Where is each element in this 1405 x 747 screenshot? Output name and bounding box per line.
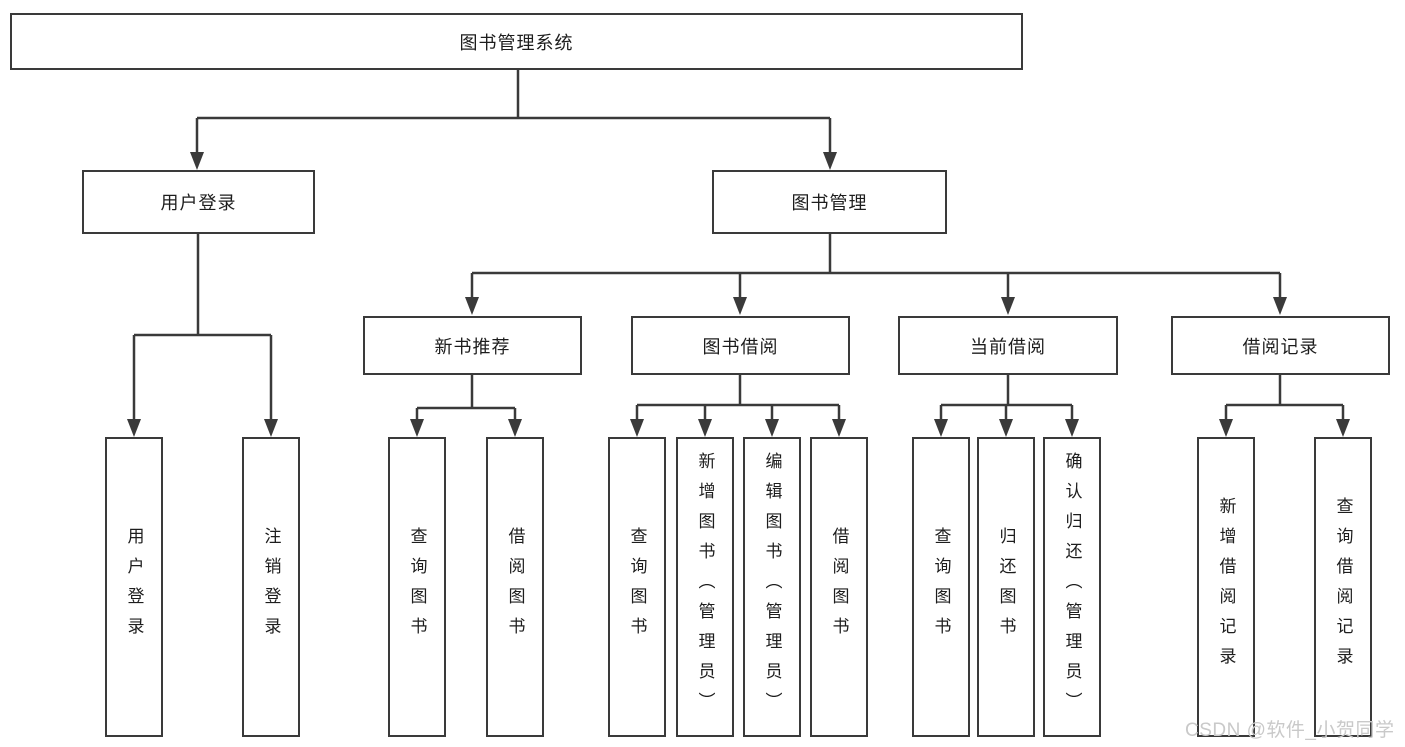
leaf-confirm-return-admin: 确认归还（管理员） bbox=[1043, 437, 1101, 737]
node-book-borrow-label: 图书借阅 bbox=[702, 336, 779, 357]
leaf-confirm-return-admin-label: 确认归还（管理员） bbox=[1062, 452, 1082, 722]
leaf-edit-book-admin: 编辑图书（管理员） bbox=[743, 437, 801, 737]
leaf-query-book-current: 查询图书 bbox=[912, 437, 970, 737]
leaf-query-book-borrow: 查询图书 bbox=[608, 437, 666, 737]
watermark: CSDN @软件_小贺同学 bbox=[1185, 720, 1395, 741]
node-user-login-label: 用户登录 bbox=[160, 193, 237, 213]
leaf-add-book-admin-label: 新增图书（管理员） bbox=[695, 452, 715, 722]
node-new-book-recommend: 新书推荐 bbox=[363, 316, 582, 375]
node-book-borrow: 图书借阅 bbox=[631, 316, 850, 375]
leaf-query-book-recommend-label: 查询图书 bbox=[407, 527, 427, 647]
leaf-query-book-borrow-label: 查询图书 bbox=[627, 527, 647, 647]
node-root-label: 图书管理系统 bbox=[459, 32, 574, 53]
leaf-borrow-book-recommend-label: 借阅图书 bbox=[505, 527, 525, 647]
node-user-login: 用户登录 bbox=[82, 170, 315, 234]
leaf-logout-login-label: 注销登录 bbox=[261, 527, 281, 647]
arrowheads bbox=[127, 152, 1350, 437]
leaf-edit-book-admin-label: 编辑图书（管理员） bbox=[762, 452, 782, 722]
leaf-return-book-label: 归还图书 bbox=[996, 527, 1016, 647]
leaf-add-borrow-record: 新增借阅记录 bbox=[1197, 437, 1255, 737]
node-root: 图书管理系统 bbox=[10, 13, 1023, 70]
leaf-query-book-current-label: 查询图书 bbox=[931, 527, 951, 647]
leaf-query-borrow-record-label: 查询借阅记录 bbox=[1333, 497, 1353, 677]
leaf-user-login: 用户登录 bbox=[105, 437, 163, 737]
leaf-logout-login: 注销登录 bbox=[242, 437, 300, 737]
node-current-borrow-label: 当前借阅 bbox=[970, 336, 1046, 357]
leaf-borrow-book: 借阅图书 bbox=[810, 437, 868, 737]
node-book-management-label: 图书管理 bbox=[791, 193, 868, 213]
node-current-borrow: 当前借阅 bbox=[898, 316, 1118, 375]
leaf-query-borrow-record: 查询借阅记录 bbox=[1314, 437, 1372, 737]
leaf-borrow-book-label: 借阅图书 bbox=[829, 527, 849, 647]
node-borrow-records: 借阅记录 bbox=[1171, 316, 1390, 375]
leaf-add-borrow-record-label: 新增借阅记录 bbox=[1216, 497, 1236, 677]
leaf-user-login-label: 用户登录 bbox=[124, 527, 144, 647]
leaf-add-book-admin: 新增图书（管理员） bbox=[676, 437, 734, 737]
node-book-management: 图书管理 bbox=[712, 170, 947, 234]
leaf-return-book: 归还图书 bbox=[977, 437, 1035, 737]
node-new-book-recommend-label: 新书推荐 bbox=[434, 336, 511, 357]
leaf-query-book-recommend: 查询图书 bbox=[388, 437, 446, 737]
leaf-borrow-book-recommend: 借阅图书 bbox=[486, 437, 544, 737]
node-borrow-records-label: 借阅记录 bbox=[1242, 336, 1319, 357]
